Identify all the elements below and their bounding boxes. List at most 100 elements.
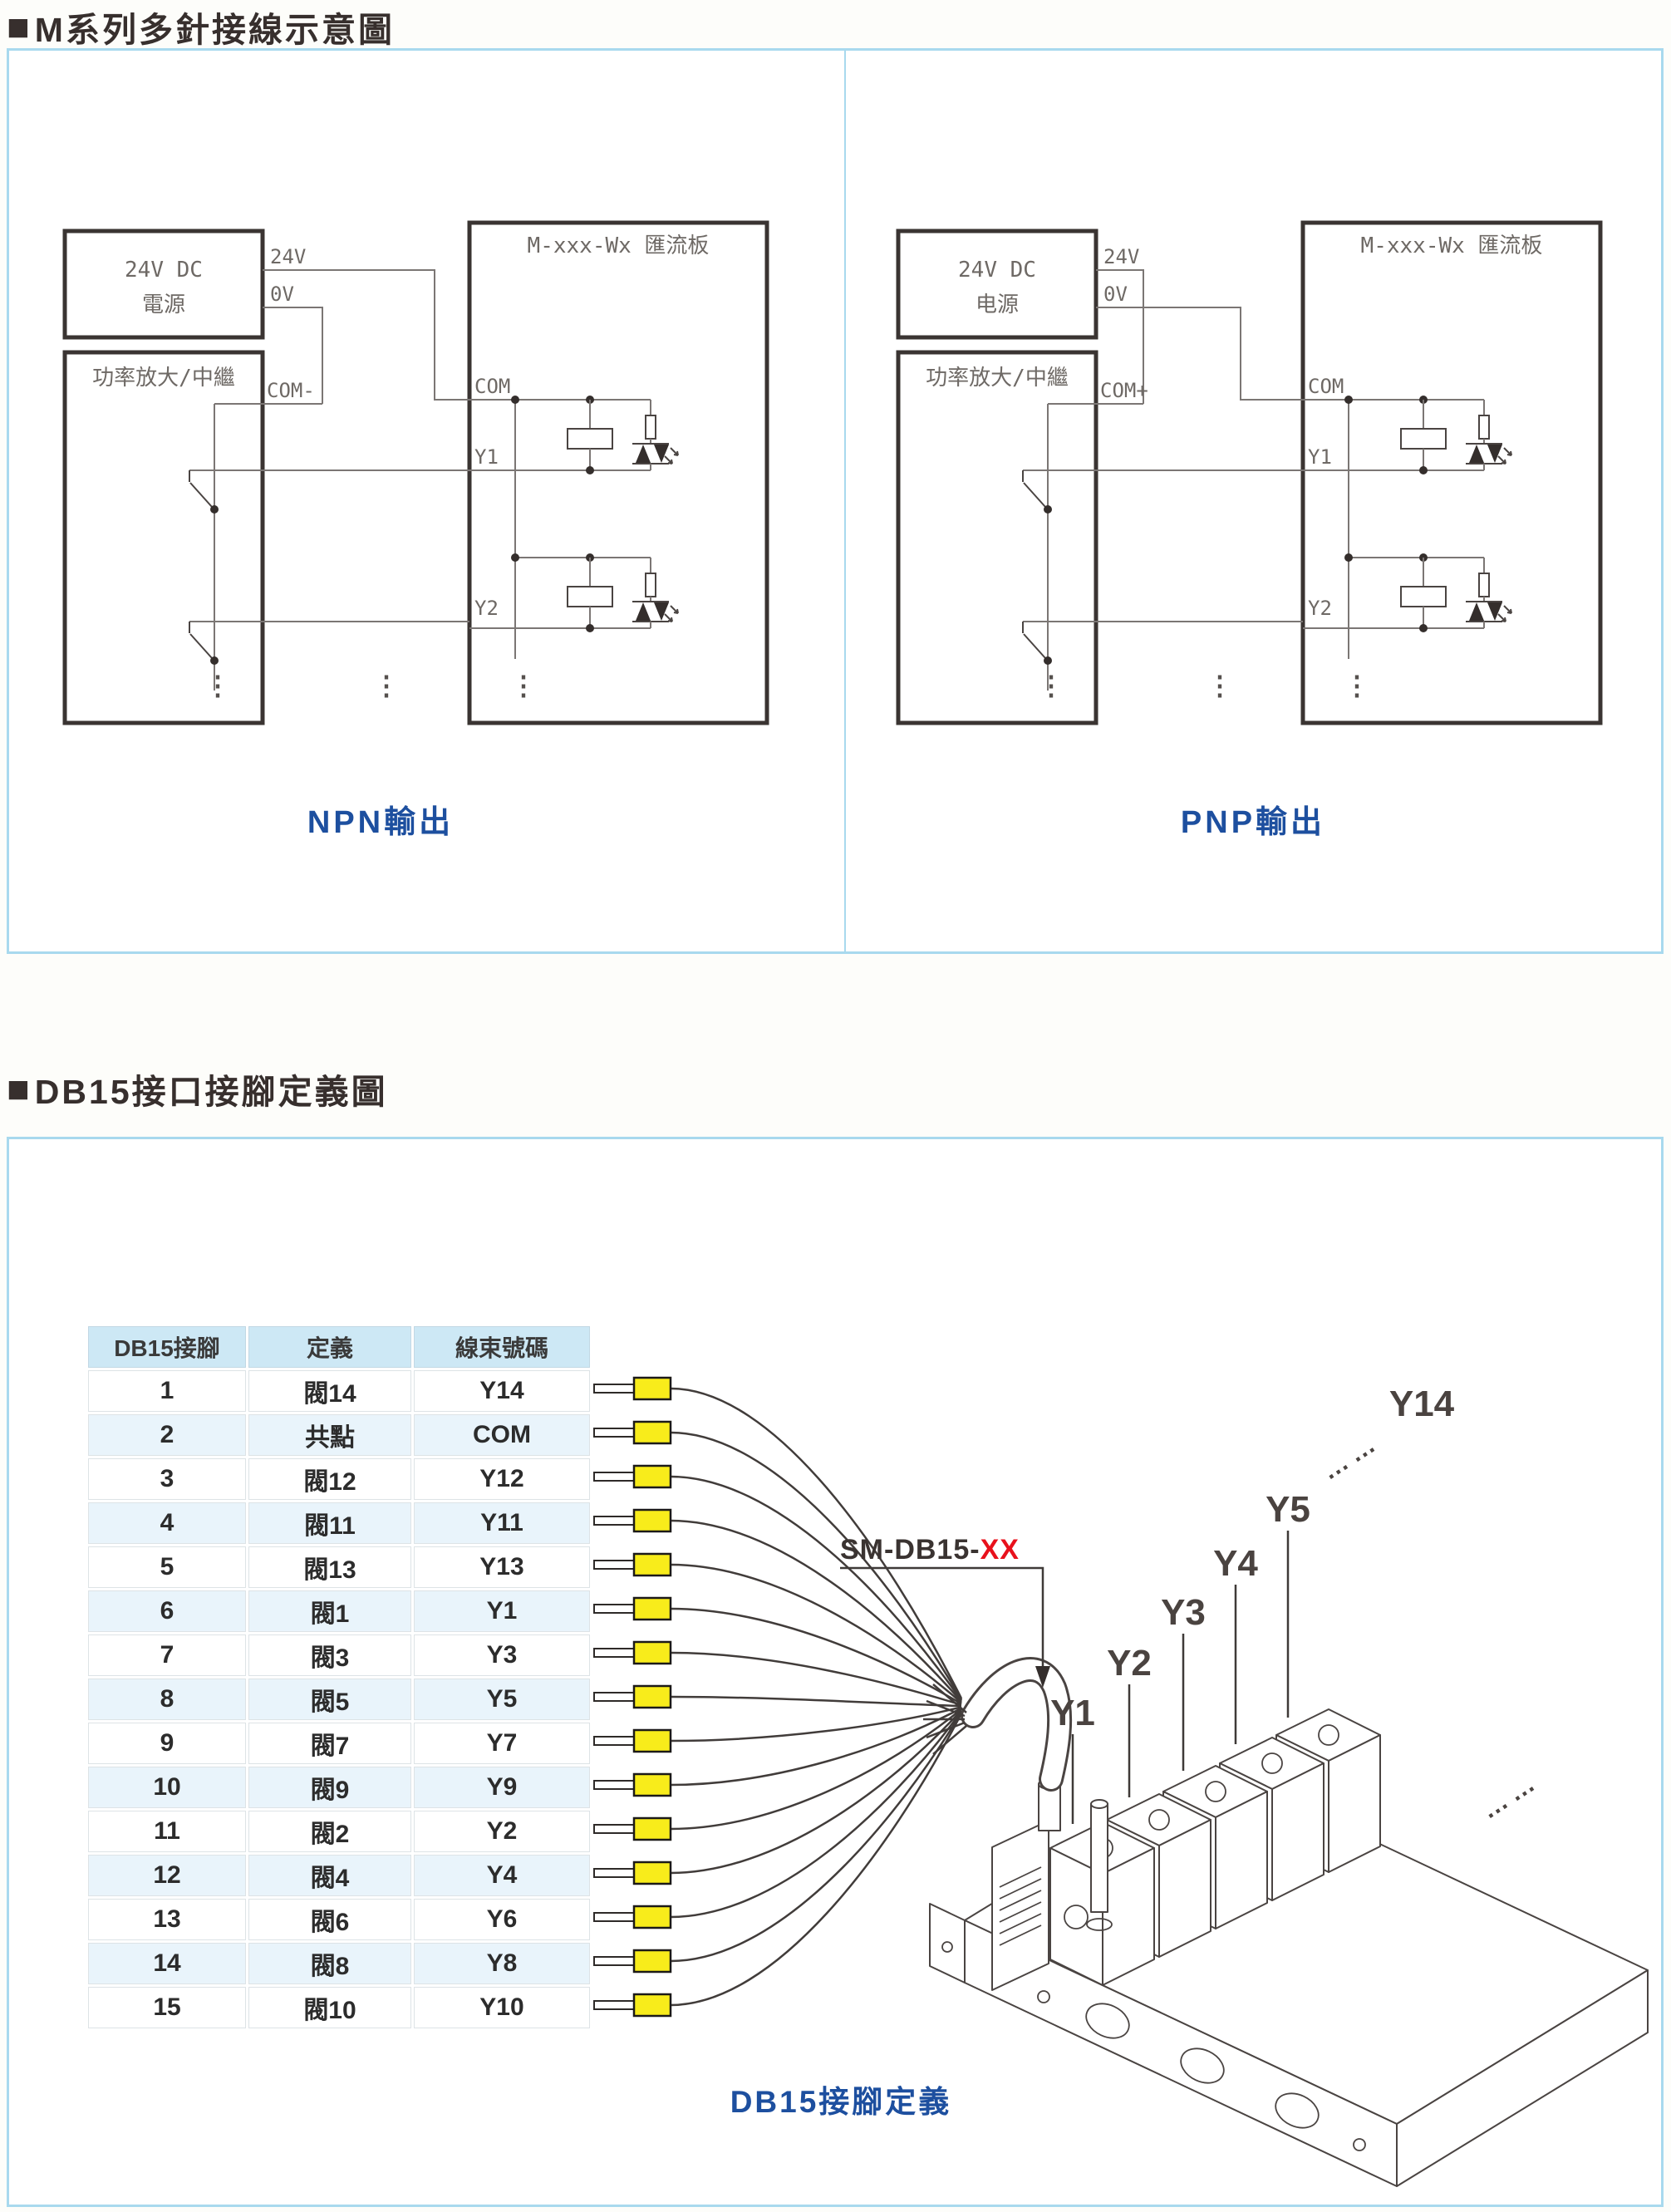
wire-terminal xyxy=(593,1712,963,1974)
definition-cell: 閥7 xyxy=(248,1723,411,1764)
wire-terminal xyxy=(593,1640,962,1706)
pnp-valve-circuit-1 xyxy=(1302,395,1512,475)
definition-cell: 閥4 xyxy=(248,1855,411,1896)
pnp-board-y1: Y1 xyxy=(1308,445,1332,469)
npn-pin-0v: 0V xyxy=(270,283,294,306)
pnp-dots-board: ⋮ xyxy=(1344,671,1370,700)
pin-cell: 6 xyxy=(88,1590,246,1632)
wire-terminal xyxy=(593,1420,963,1700)
definition-cell: 閥13 xyxy=(248,1546,411,1588)
valve-label-y4: Y4 xyxy=(1213,1543,1258,1584)
wire-code-cell: Y4 xyxy=(414,1855,590,1896)
pnp-diagram: 24V DC 电源 功率放大/中繼 M-xxx-Wx 匯流板 24V 0V CO… xyxy=(896,220,1603,725)
definition-cell: 閥1 xyxy=(248,1590,411,1632)
col-header-pin: DB15接腳 xyxy=(88,1326,246,1368)
valve-label-y2: Y2 xyxy=(1107,1643,1152,1684)
wire-terminal xyxy=(593,1508,962,1703)
definition-cell: 閥11 xyxy=(248,1502,411,1544)
npn-diagram: 24V DC 電源 功率放大/中繼 M-xxx-Wx 匯流板 24V 0V CO… xyxy=(62,220,769,725)
wire-code-cell: Y3 xyxy=(414,1634,590,1676)
wire-code-cell: Y9 xyxy=(414,1767,590,1808)
section1-title: ■ M系列多針接線示意圖 xyxy=(7,2,395,52)
npn-power-line2: 電源 xyxy=(142,292,185,317)
manifold-end-plate xyxy=(929,1903,966,1983)
npn-caption: NPN輸出 xyxy=(307,805,455,840)
definition-cell: 閥9 xyxy=(248,1767,411,1808)
section1-title-text: M系列多針接線示意圖 xyxy=(34,11,395,49)
wire-terminal xyxy=(593,1709,962,1885)
manifold-ports xyxy=(1037,1990,1366,2151)
definition-cell: 共點 xyxy=(248,1414,411,1456)
valve-body xyxy=(1049,1821,1155,1986)
npn-power-line1: 24V DC xyxy=(125,258,203,283)
pnp-power-line1: 24V DC xyxy=(958,258,1036,283)
wire-terminal xyxy=(593,1707,962,1797)
db15-connector xyxy=(991,1778,1113,1991)
wire-code-cell: Y11 xyxy=(414,1502,590,1544)
pin-cell: 2 xyxy=(88,1414,246,1456)
valve-label-y3: Y3 xyxy=(1161,1592,1206,1633)
pin-cell: 4 xyxy=(88,1502,246,1544)
pin-cell: 3 xyxy=(88,1458,246,1500)
pnp-busbar-label: M-xxx-Wx 匯流板 xyxy=(1361,233,1543,258)
wire-code-cell: Y12 xyxy=(414,1458,590,1500)
npn-amplifier-label: 功率放大/中繼 xyxy=(92,366,235,391)
title-bullet-icon: ■ xyxy=(7,1067,30,1110)
wire-terminal xyxy=(593,1684,962,1709)
cable-model-prefix: SM-DB15- xyxy=(840,1534,980,1566)
section2-title: ■ DB15接口接腳定義圖 xyxy=(7,1064,388,1113)
title-bullet-icon: ■ xyxy=(7,5,30,48)
npn-busbar-label: M-xxx-Wx 匯流板 xyxy=(528,233,710,258)
wire-terminal xyxy=(593,1710,963,1929)
cable-label-leader xyxy=(840,1566,1044,1668)
definition-cell: 閥2 xyxy=(248,1811,411,1852)
section2-title-text: DB15接口接腳定義圖 xyxy=(34,1073,388,1111)
wire-code-cell: COM xyxy=(414,1414,590,1456)
pin-cell: 8 xyxy=(88,1679,246,1720)
wire-harness-fan xyxy=(593,1376,963,2018)
npn-board-y2: Y2 xyxy=(474,597,499,620)
wire-terminal xyxy=(593,1552,962,1704)
table-header-row: DB15接腳 定義 線束號碼 xyxy=(88,1326,590,1368)
cable-model-label: SM-DB15-XX xyxy=(840,1534,1050,1688)
definition-cell: 閥8 xyxy=(248,1943,411,1984)
npn-board-y1: Y1 xyxy=(474,445,499,469)
wire-terminal xyxy=(593,1708,962,1841)
wire-terminal xyxy=(593,1596,962,1705)
pin-cell: 9 xyxy=(88,1723,246,1764)
pin-cell: 13 xyxy=(88,1899,246,1940)
valve-manifold-drawing xyxy=(923,1657,1649,2187)
pnp-board-y2: Y2 xyxy=(1308,597,1332,620)
pnp-dots-gap: ⋮ xyxy=(1207,671,1233,700)
npn-power-box xyxy=(62,229,265,340)
npn-dots-board: ⋮ xyxy=(510,671,537,700)
wire-terminal xyxy=(593,1376,963,1699)
pnp-caption: PNP輸出 xyxy=(1180,805,1326,840)
valve-labels-ellipsis: ··· ··· xyxy=(1321,1437,1383,1491)
pnp-pin-0v: 0V xyxy=(1103,283,1128,306)
pin-cell: 10 xyxy=(88,1767,246,1808)
db15-cable xyxy=(923,1657,1073,1792)
wire-code-cell: Y14 xyxy=(414,1370,590,1412)
pnp-busbar-box xyxy=(1300,220,1603,725)
wire-code-cell: Y10 xyxy=(414,1987,590,2028)
npn-valve-circuit-2 xyxy=(469,553,679,633)
pin-cell: 14 xyxy=(88,1943,246,1984)
db15-caption: DB15接腳定義 xyxy=(730,2085,952,2119)
cable-model-text: SM-DB15-XX xyxy=(840,1534,1020,1566)
pnp-valve-circuit-2 xyxy=(1302,553,1512,633)
pin-cell: 15 xyxy=(88,1987,246,2028)
pnp-amplifier-box xyxy=(896,350,1098,725)
pnp-power-line2: 电源 xyxy=(976,292,1019,317)
wire-code-cell: Y6 xyxy=(414,1899,590,1940)
pnp-board-com: COM xyxy=(1308,375,1344,398)
col-header-definition: 定義 xyxy=(248,1326,411,1368)
pnp-dots-amp: ⋮ xyxy=(1038,671,1064,700)
